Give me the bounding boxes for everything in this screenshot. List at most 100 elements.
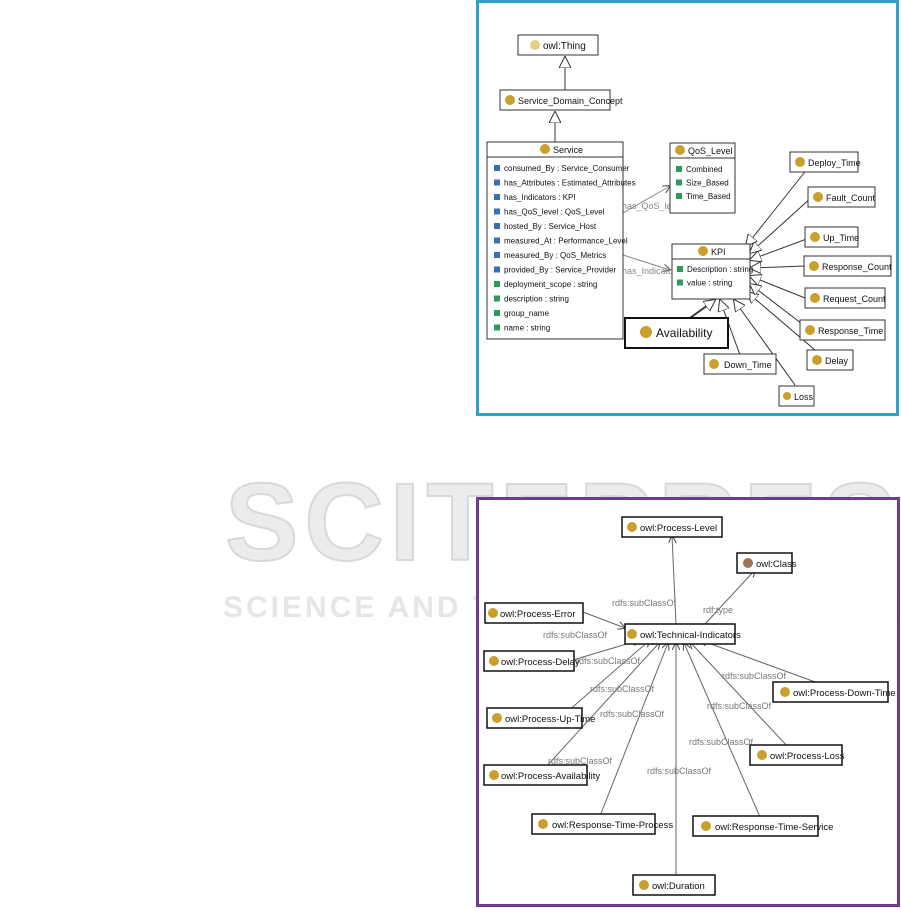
edge-label-rdf-type: rdf:type <box>703 605 733 615</box>
class-dot-icon <box>627 629 637 639</box>
kpi-title: KPI <box>711 247 726 257</box>
panel-kpi-ontology: has_QoS_level has_Indicators owl:Thing S… <box>476 0 899 416</box>
node-response-time: Response_Time <box>799 319 886 341</box>
node-owl-thing: owl:Thing <box>517 34 599 56</box>
property-marker-icon <box>494 223 500 229</box>
property-label: has_Indicators : KPI <box>504 193 576 202</box>
node-process-delay: owl:Process-Delay <box>483 650 580 672</box>
property-marker-icon <box>676 193 682 199</box>
property-label: Time_Based <box>686 192 731 201</box>
service-title: Service <box>553 145 583 155</box>
class-dot-icon <box>810 232 820 242</box>
class-dot-icon <box>640 326 652 338</box>
property-label: Combined <box>686 165 722 174</box>
node-label: owl:Process-Up-Time <box>505 714 595 725</box>
class-dot-icon <box>492 713 502 723</box>
property-label: group_name <box>504 309 549 318</box>
node-service: Service consumed_By : Service_Consumerha… <box>486 141 636 340</box>
edge-label-down-time: rdfs:subClassOf <box>722 671 787 681</box>
node-duration: owl:Duration <box>632 874 716 896</box>
edge-label-availability-2: rdfs:subClassOf <box>548 756 613 766</box>
node-label: Delay <box>825 356 849 366</box>
class-dot-icon <box>488 608 498 618</box>
node-response-time-process: owl:Response-Time-Process <box>531 813 673 835</box>
class-dot-icon <box>795 157 805 167</box>
node-label: Deploy_Time <box>808 158 861 168</box>
property-label: description : string <box>504 295 569 304</box>
class-dot-icon <box>538 819 548 829</box>
node-label: owl:Process-Loss <box>770 751 845 762</box>
panel-process-ontology: rdfs:subClassOf rdfs:subClassOf rdfs:sub… <box>476 497 900 907</box>
node-label: owl:Response-Time-Process <box>552 820 673 831</box>
property-label: has_Attributes : Estimated_Attributes <box>504 179 636 188</box>
qos-title: QoS_Level <box>688 146 733 156</box>
node-process-loss: owl:Process-Loss <box>749 744 845 766</box>
node-deploy-time: Deploy_Time <box>789 151 861 173</box>
property-label: Size_Based <box>686 179 729 188</box>
property-marker-icon <box>676 179 682 186</box>
edge-label-loss: rdfs:subClassOf <box>707 701 772 711</box>
node-process-level: owl:Process-Level <box>621 516 723 538</box>
node-label: Response_Time <box>818 326 883 336</box>
node-technical-indicators: owl:Technical-Indicators <box>624 623 741 645</box>
node-down-time: Down_Time <box>703 353 777 375</box>
class-dot-icon <box>639 880 649 890</box>
node-label: owl:Response-Time-Service <box>715 822 833 833</box>
property-marker-icon <box>677 266 683 272</box>
edge-label-response-time-process: rdfs:subClassOf <box>647 766 712 776</box>
node-loss: Loss <box>778 385 815 407</box>
property-label: value : string <box>687 279 732 288</box>
property-marker-icon <box>494 281 500 287</box>
property-marker-icon <box>677 279 683 286</box>
node-label: owl:Process-Level <box>640 523 717 534</box>
class-dot-icon <box>805 325 815 335</box>
node-label: Down_Time <box>724 360 772 370</box>
class-dot-icon <box>627 522 637 532</box>
node-label: owl:Technical-Indicators <box>640 630 741 641</box>
property-label: name : string <box>504 324 550 333</box>
node-label: owl:Process-Delay <box>501 657 580 668</box>
node-process-availability: owl:Process-Availability <box>483 764 600 786</box>
node-delay: Delay <box>806 349 854 371</box>
edge-label-response-time-service: rdfs:subClassOf <box>689 737 754 747</box>
class-dot-icon <box>809 261 819 271</box>
class-dot-icon <box>540 144 550 154</box>
edge-label-has-qos: has_QoS_level <box>622 201 683 211</box>
property-marker-icon <box>494 165 500 171</box>
class-dot-icon <box>810 293 820 303</box>
node-label: owl:Class <box>756 559 797 570</box>
property-label: measured_At : Performance_Level <box>504 237 628 246</box>
service-properties: consumed_By : Service_Consumerhas_Attrib… <box>494 164 636 333</box>
node-label: Loss <box>794 392 814 402</box>
property-label: measured_By : QoS_Metrics <box>504 251 606 260</box>
property-marker-icon <box>494 208 500 215</box>
edge-label-up-time: rdfs:subClassOf <box>590 684 655 694</box>
property-label: provided_By : Service_Provider <box>504 266 616 275</box>
node-process-down-time: owl:Process-Down-Time <box>772 681 896 703</box>
node-availability: Availability <box>624 317 729 349</box>
property-label: hosted_By : Service_Host <box>504 222 597 231</box>
edge-label-error: rdfs:subClassOf <box>543 630 608 640</box>
node-process-up-time: owl:Process-Up-Time <box>486 707 595 729</box>
node-owl-class: owl:Class <box>736 552 797 574</box>
property-marker-icon <box>494 237 500 244</box>
node-label: owl:Process-Down-Time <box>793 688 896 699</box>
class-dot-icon <box>701 821 711 831</box>
class-dot-icon <box>757 750 767 760</box>
edge-label-tech: rdfs:subClassOf <box>612 598 677 608</box>
class-dot-icon <box>780 687 790 697</box>
property-marker-icon <box>494 295 500 302</box>
property-marker-icon <box>494 194 500 200</box>
class-dot-icon <box>709 359 719 369</box>
class-dot-icon <box>675 145 685 155</box>
node-label: owl:Process-Error <box>500 609 576 620</box>
node-fault-count: Fault_Count <box>807 186 876 208</box>
property-marker-icon <box>494 266 500 273</box>
node-process-error: owl:Process-Error <box>484 602 584 624</box>
class-dot-icon <box>698 246 708 256</box>
